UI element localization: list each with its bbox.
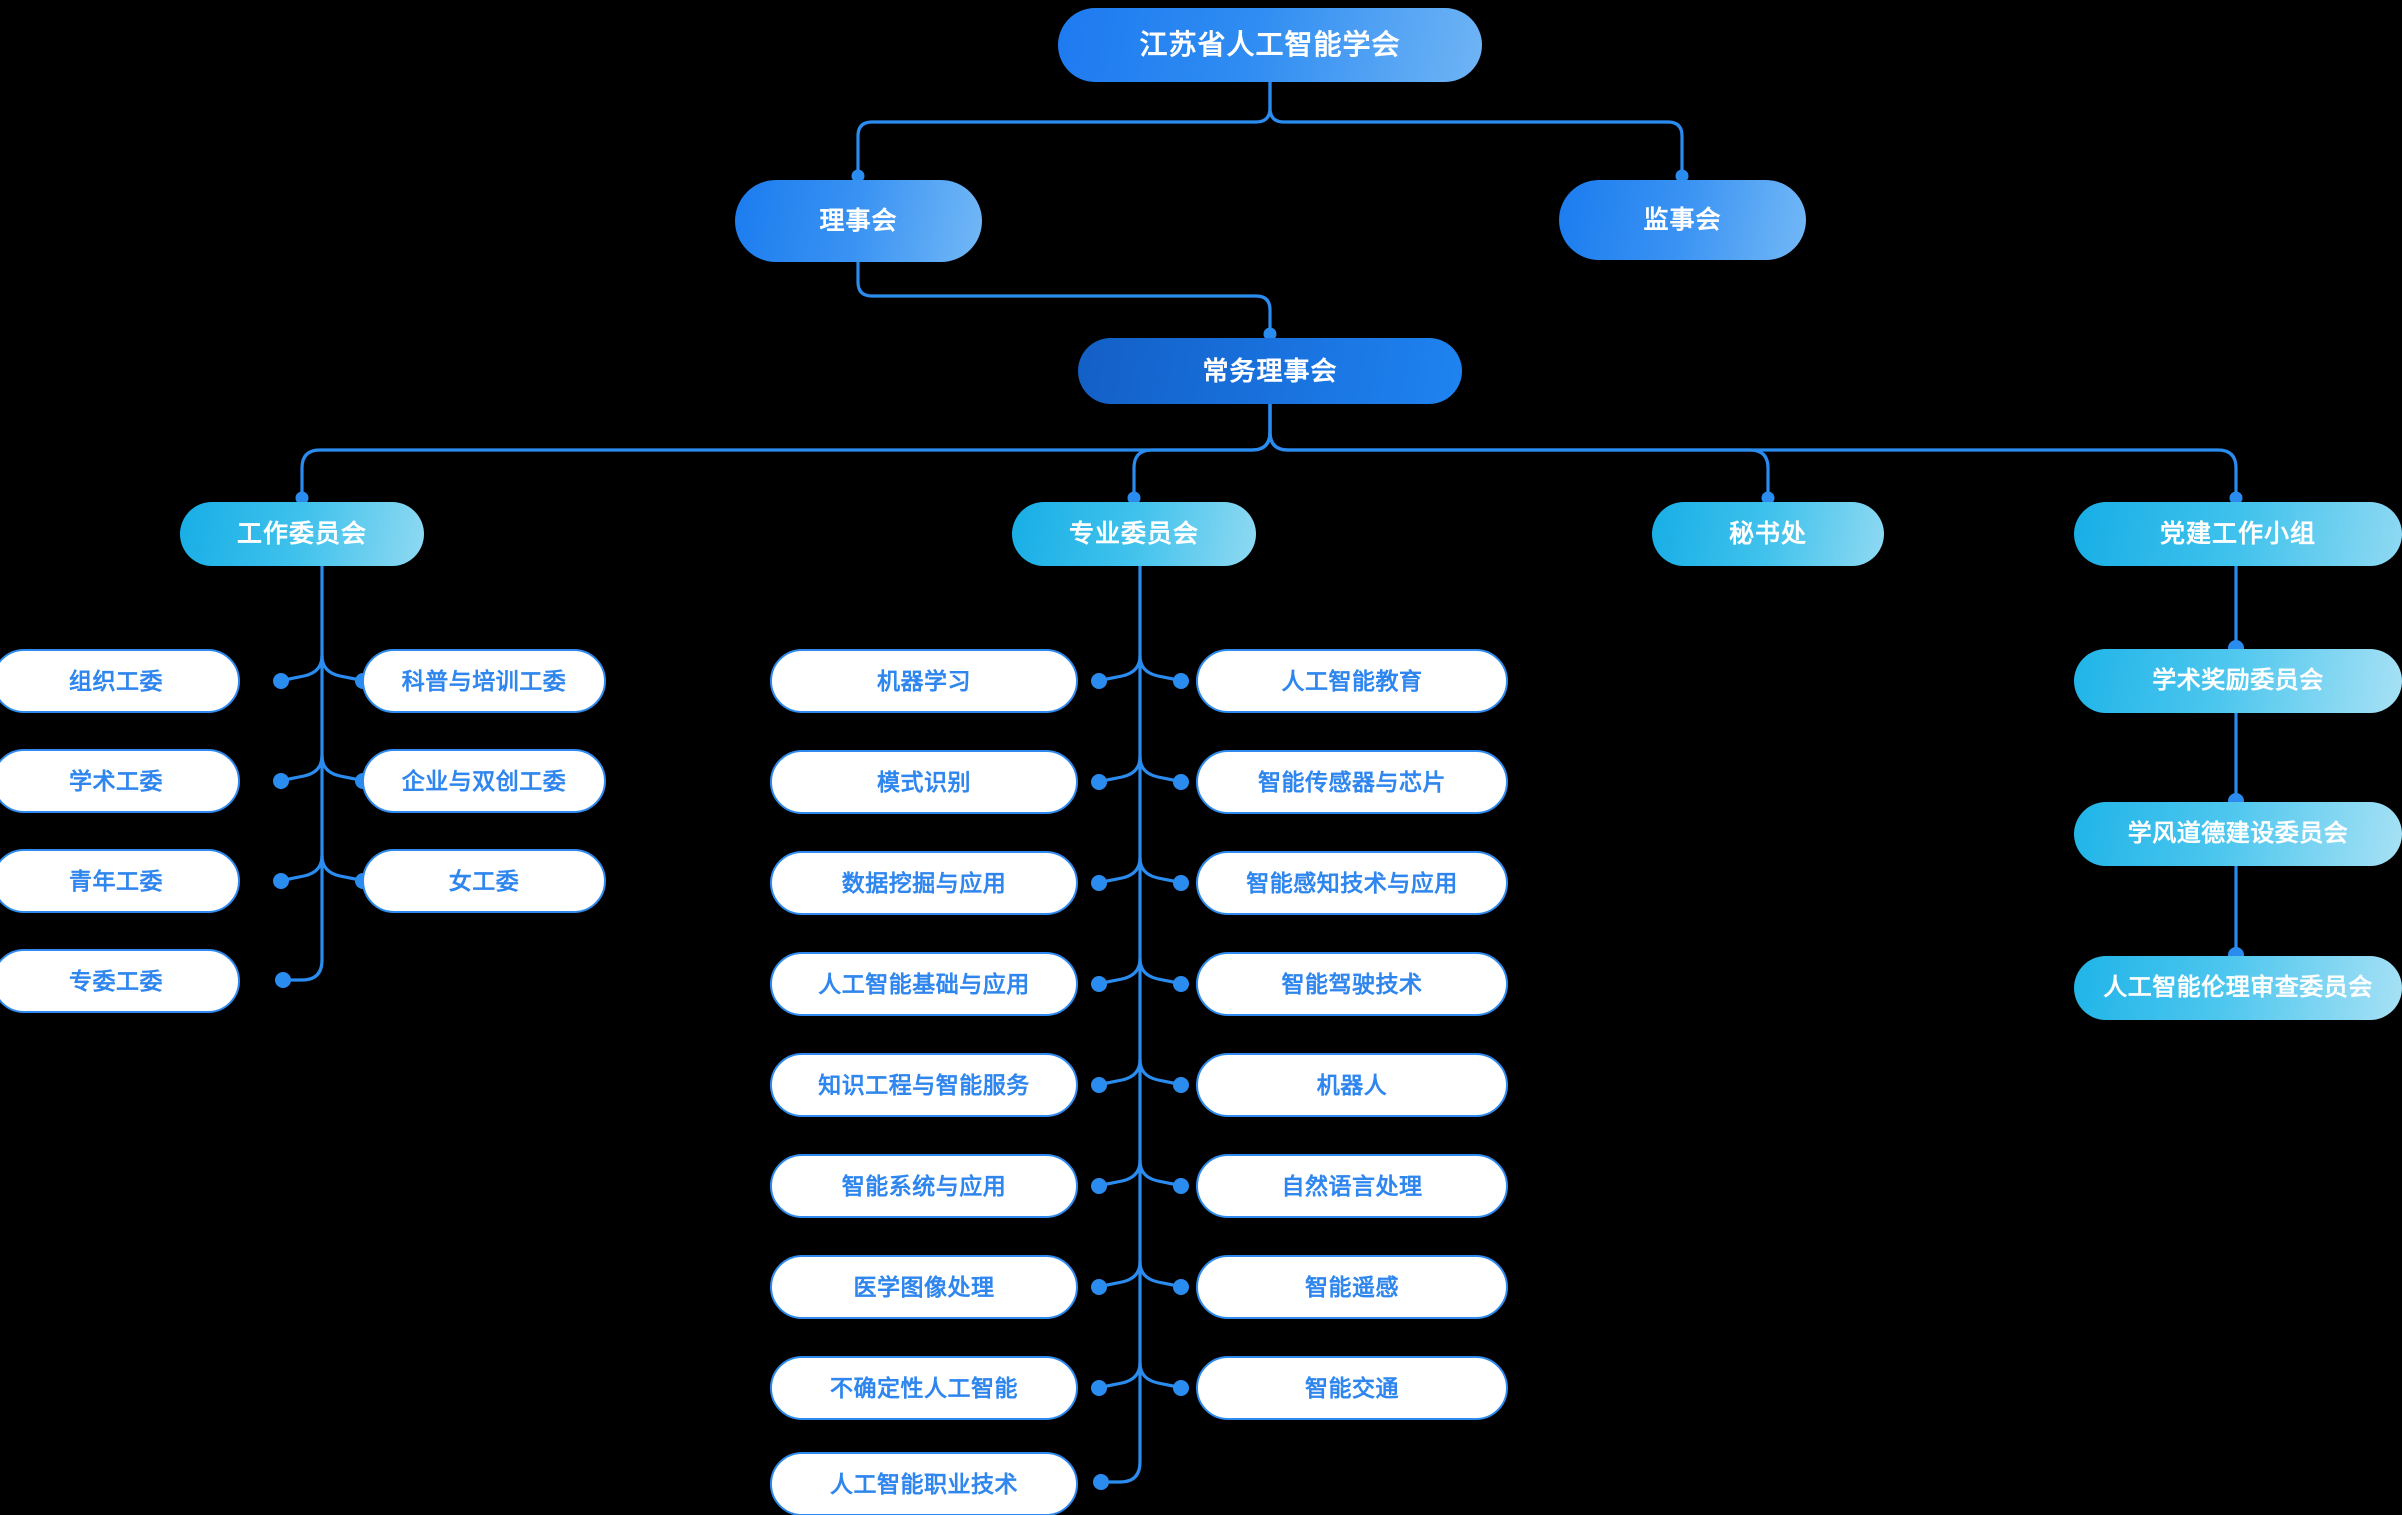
leaf-party-2-label: 学风道德建设委员会 [2127, 820, 2349, 847]
leaf-pro-right-2-label: 智能传感器与芯片 [1258, 768, 1446, 795]
leaf-pro-left-6[interactable]: 智能系统与应用 [770, 1154, 1078, 1218]
leaf-pro-right-1-label: 人工智能教育 [1281, 667, 1423, 694]
node-standing-council-label: 常务理事会 [1202, 356, 1338, 386]
leaf-party-1[interactable]: 学术奖励委员会 [2074, 649, 2402, 713]
leaf-pro-left-5-label: 知识工程与智能服务 [818, 1071, 1030, 1098]
leaf-party-1-label: 学术奖励委员会 [2152, 667, 2324, 694]
leaf-pro-left-8-label: 不确定性人工智能 [830, 1374, 1018, 1401]
leaf-pro-left-8[interactable]: 不确定性人工智能 [770, 1356, 1078, 1420]
leaf-work-right-3-label: 女工委 [448, 867, 520, 894]
node-root-label: 江苏省人工智能学会 [1139, 29, 1401, 60]
leaf-pro-right-2[interactable]: 智能传感器与芯片 [1196, 750, 1508, 814]
leaf-party-3[interactable]: 人工智能伦理审查委员会 [2074, 956, 2402, 1020]
node-secretariat-label: 秘书处 [1728, 519, 1807, 548]
leaf-pro-left-9[interactable]: 人工智能职业技术 [770, 1452, 1078, 1515]
connector-dots [295, 169, 2243, 505]
node-board-of-supervisors[interactable]: 监事会 [1559, 180, 1806, 260]
node-root[interactable]: 江苏省人工智能学会 [1058, 8, 1482, 82]
leaf-work-left-1-label: 组织工委 [69, 667, 163, 694]
leaf-pro-right-4-label: 智能驾驶技术 [1281, 970, 1423, 997]
node-secretariat[interactable]: 秘书处 [1652, 502, 1884, 566]
leaf-pro-left-9-label: 人工智能职业技术 [830, 1470, 1018, 1497]
node-party-building-group-label: 党建工作小组 [2159, 519, 2316, 548]
leaf-pro-right-5[interactable]: 机器人 [1196, 1053, 1508, 1117]
leaf-work-right-1[interactable]: 科普与培训工委 [362, 649, 606, 713]
leaf-pro-right-4[interactable]: 智能驾驶技术 [1196, 952, 1508, 1016]
leaf-work-left-3[interactable]: 青年工委 [0, 849, 240, 913]
leaf-pro-right-5-label: 机器人 [1316, 1071, 1388, 1098]
leaf-pro-right-6[interactable]: 自然语言处理 [1196, 1154, 1508, 1218]
node-board-of-directors-label: 理事会 [819, 206, 898, 235]
leaf-work-left-4-label: 专委工委 [69, 967, 163, 994]
leaf-work-left-1[interactable]: 组织工委 [0, 649, 240, 713]
node-party-building-group[interactable]: 党建工作小组 [2074, 502, 2402, 566]
leaf-pro-left-6-label: 智能系统与应用 [841, 1172, 1007, 1199]
node-work-committee[interactable]: 工作委员会 [180, 502, 424, 566]
leaf-pro-left-3-label: 数据挖掘与应用 [841, 869, 1007, 896]
leaf-work-left-2[interactable]: 学术工委 [0, 749, 240, 813]
leaf-work-left-4[interactable]: 专委工委 [0, 949, 240, 1013]
leaf-pro-left-1-label: 机器学习 [877, 667, 971, 694]
leaf-work-left-2-label: 学术工委 [69, 767, 163, 794]
leaf-pro-left-7[interactable]: 医学图像处理 [770, 1255, 1078, 1319]
leaf-work-right-2[interactable]: 企业与双创工委 [362, 749, 606, 813]
node-board-of-supervisors-label: 监事会 [1643, 205, 1722, 234]
leaf-pro-right-6-label: 自然语言处理 [1281, 1172, 1423, 1199]
leaf-pro-left-4-label: 人工智能基础与应用 [818, 970, 1030, 997]
leaf-work-right-1-label: 科普与培训工委 [401, 667, 567, 694]
node-professional-committee[interactable]: 专业委员会 [1012, 502, 1256, 566]
node-professional-committee-label: 专业委员会 [1068, 519, 1199, 548]
leaf-work-right-3[interactable]: 女工委 [362, 849, 606, 913]
node-standing-council[interactable]: 常务理事会 [1078, 338, 1462, 404]
leaf-pro-right-7[interactable]: 智能遥感 [1196, 1255, 1508, 1319]
leaf-pro-right-8[interactable]: 智能交通 [1196, 1356, 1508, 1420]
leaf-pro-left-3[interactable]: 数据挖掘与应用 [770, 851, 1078, 915]
leaf-pro-right-3[interactable]: 智能感知技术与应用 [1196, 851, 1508, 915]
leaf-pro-right-8-label: 智能交通 [1305, 1374, 1399, 1401]
leaf-pro-right-1[interactable]: 人工智能教育 [1196, 649, 1508, 713]
leaf-work-left-3-label: 青年工委 [69, 867, 163, 894]
node-work-committee-label: 工作委员会 [236, 519, 367, 548]
leaf-work-right-2-label: 企业与双创工委 [401, 767, 567, 794]
leaf-party-2[interactable]: 学风道德建设委员会 [2074, 802, 2402, 866]
leaf-pro-left-1[interactable]: 机器学习 [770, 649, 1078, 713]
leaf-pro-left-2[interactable]: 模式识别 [770, 750, 1078, 814]
leaf-pro-left-2-label: 模式识别 [877, 768, 971, 795]
leaf-pro-left-7-label: 医学图像处理 [853, 1273, 995, 1300]
node-board-of-directors[interactable]: 理事会 [735, 180, 982, 262]
leaf-party-3-label: 人工智能伦理审查委员会 [2103, 974, 2373, 1001]
leaf-pro-left-5[interactable]: 知识工程与智能服务 [770, 1053, 1078, 1117]
leaf-pro-right-3-label: 智能感知技术与应用 [1246, 869, 1458, 896]
leaf-pro-left-4[interactable]: 人工智能基础与应用 [770, 952, 1078, 1016]
leaf-pro-right-7-label: 智能遥感 [1305, 1273, 1399, 1300]
